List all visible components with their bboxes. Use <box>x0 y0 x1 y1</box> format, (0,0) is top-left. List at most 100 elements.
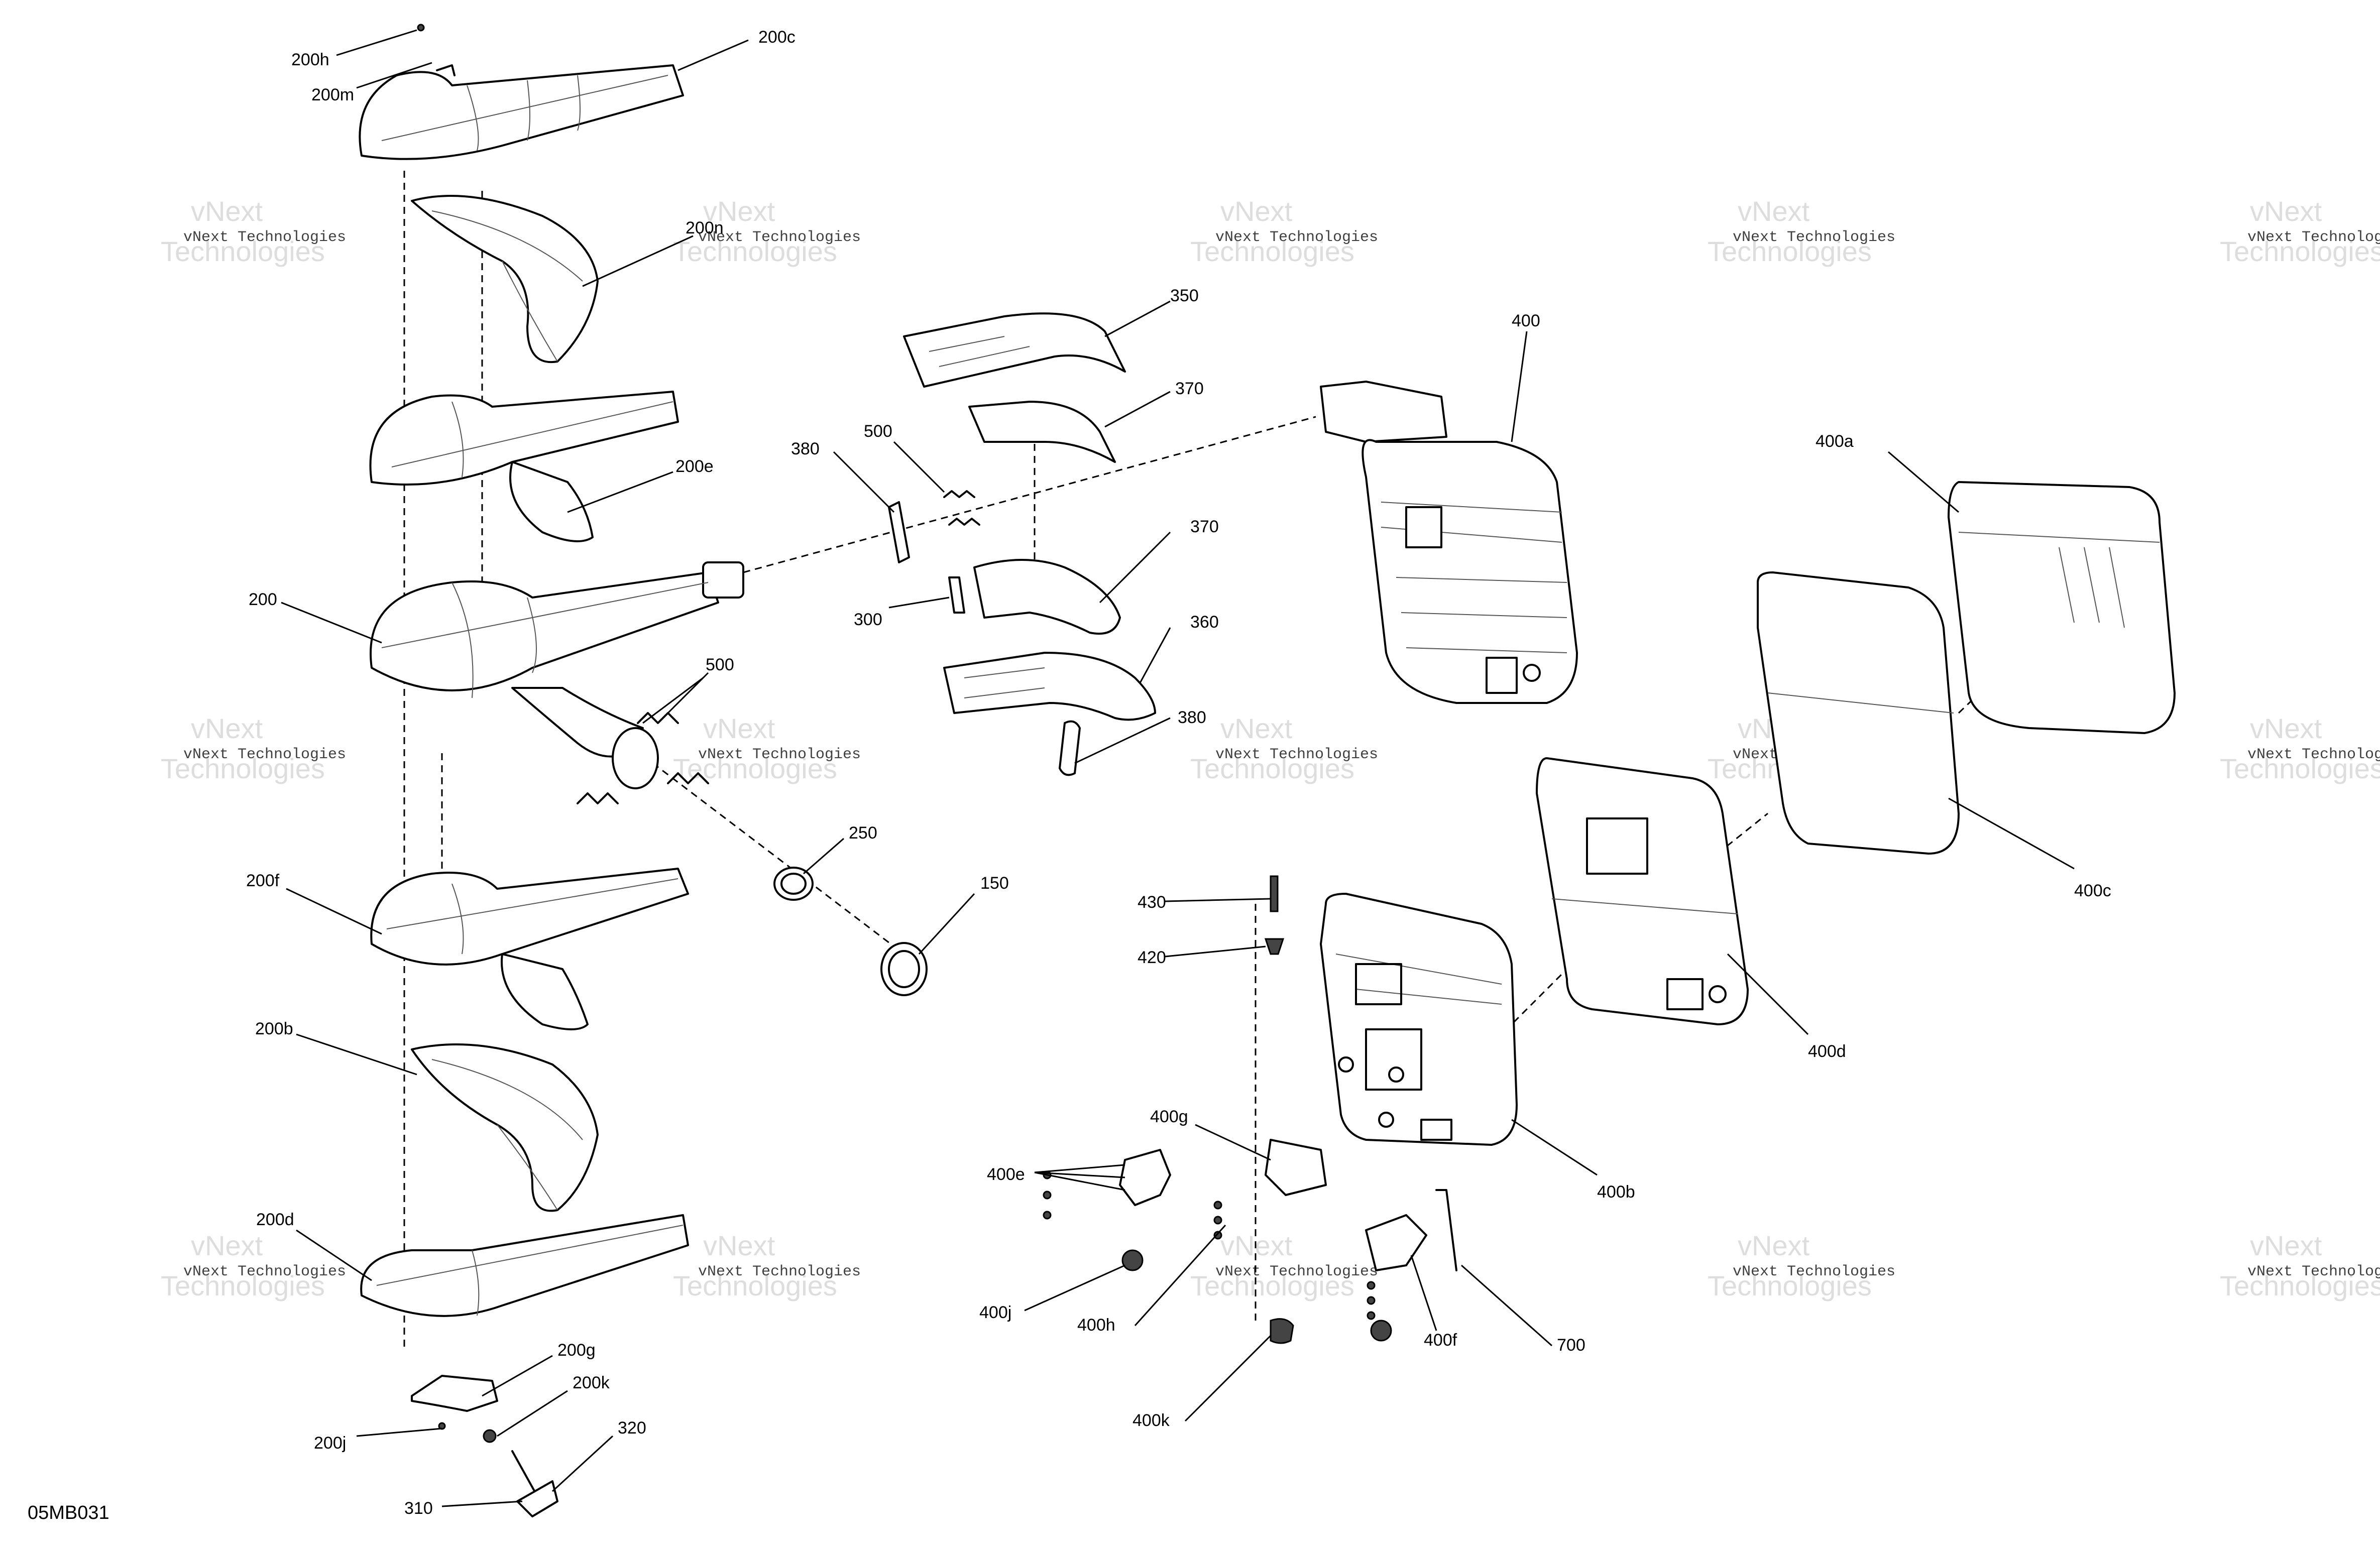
watermark-text: vNext <box>1220 1230 1293 1261</box>
watermark-text: vNext <box>2250 1230 2322 1261</box>
watermark: vNext Technologies vNext Technologies <box>673 713 861 784</box>
part-200n-heatshield <box>411 195 599 364</box>
callout-400a: 400a <box>1816 432 1854 451</box>
watermark-text: vNext <box>703 195 775 227</box>
part-370-pipe-lower <box>973 559 1121 635</box>
watermark-text: vNext Technologies <box>2247 1263 2380 1280</box>
part-200e-mid-shell <box>369 391 679 542</box>
clamp-380-lower <box>1059 720 1081 776</box>
callout-300: 300 <box>854 610 882 629</box>
spring-500-lower-mid <box>948 518 980 526</box>
bracket-400e <box>1119 1149 1171 1206</box>
watermark: vNext Technologies vNext Technologies <box>1190 195 1378 267</box>
watermark: vNext Technologies vNext Technologies <box>161 713 346 784</box>
callout-400b: 400b <box>1597 1182 1635 1202</box>
watermark-text: vNext <box>191 195 263 227</box>
grommet-400j <box>1121 1249 1144 1271</box>
part-200c-upper-shell <box>359 24 684 160</box>
muffler-tab <box>1486 657 1518 694</box>
watermark-text: vNext Technologies <box>1215 229 1378 246</box>
callout-370-lower: 370 <box>1190 517 1219 536</box>
watermark: vNext Technologies vNext Technologies <box>673 1230 861 1301</box>
watermark-text: vNext Technologies <box>1215 1263 1378 1280</box>
callout-200b: 200b <box>255 1019 293 1038</box>
callout-380-upper: 380 <box>791 439 820 458</box>
callout-400g: 400g <box>1150 1107 1188 1126</box>
watermark-text: Technologies <box>673 1270 837 1301</box>
callout-500-left: 500 <box>706 655 734 674</box>
bracket-400f <box>1365 1214 1427 1271</box>
callout-360: 360 <box>1190 613 1219 632</box>
mounting-hardware <box>1043 875 1457 1344</box>
watermark: vNext Technologies vNext Technologies <box>1190 713 1378 784</box>
watermark-text: vNext <box>2250 195 2322 227</box>
watermark: vNext Technologies vNext Technologies <box>1708 1230 1895 1301</box>
gaskets <box>773 867 928 996</box>
watermark-text: vNext Technologies <box>698 1263 861 1280</box>
callout-400d: 400d <box>1808 1042 1846 1061</box>
rod-320 <box>511 1450 538 1497</box>
callout-labels: 200h 200m 200c 200n 200e 200 200f 200b 2… <box>246 28 2111 1518</box>
callout-200m: 200m <box>311 85 354 104</box>
watermark-text: vNext Technologies <box>698 229 861 246</box>
watermark-text: vNext Technologies <box>2247 746 2380 763</box>
small-bolts-400f <box>1367 1281 1376 1320</box>
bolt-200h <box>417 24 425 32</box>
watermark-text: Technologies <box>161 235 325 267</box>
callout-320: 320 <box>618 1418 646 1438</box>
spring-500-lower <box>577 792 619 804</box>
clamp-300 <box>948 576 965 614</box>
callout-430: 430 <box>1138 893 1166 912</box>
watermark: vNext Technologies vNext Technologies <box>2220 195 2380 267</box>
watermark: vNext Technologies vNext Technologies <box>161 1230 346 1301</box>
watermark: vNext Technologies vNext Technologies <box>1190 1230 1378 1301</box>
callout-400f: 400f <box>1424 1331 1457 1350</box>
callout-400h: 400h <box>1077 1316 1115 1335</box>
watermark-text: vNext Technologies <box>183 1263 346 1280</box>
part-200g-bracket <box>411 1375 558 1517</box>
small-bolts-400h <box>1213 1201 1222 1240</box>
callout-380-lower: 380 <box>1178 708 1206 727</box>
callout-200c: 200c <box>758 28 796 47</box>
callout-700: 700 <box>1557 1336 1585 1355</box>
watermark-text: vNext <box>703 1230 775 1261</box>
bolt-430 <box>1270 875 1279 912</box>
watermark-text: vNext <box>1738 1230 1810 1261</box>
sensor-700 <box>1435 1189 1457 1271</box>
callout-250: 250 <box>849 823 877 843</box>
callout-200k: 200k <box>573 1373 610 1392</box>
part-370-pipe-upper <box>968 401 1116 463</box>
callout-200g: 200g <box>557 1341 596 1360</box>
callout-200d: 200d <box>256 1210 294 1229</box>
callout-400: 400 <box>1512 311 1540 330</box>
spring-500-upper-mid <box>943 490 975 498</box>
callout-200n: 200n <box>686 218 724 238</box>
callout-200j: 200j <box>314 1434 346 1453</box>
watermark-text: vNext <box>1220 195 1293 227</box>
grommet-420 <box>1264 938 1285 955</box>
callout-400j: 400j <box>979 1303 1011 1322</box>
part-200-expansion-chamber <box>370 561 744 804</box>
grommet-400f <box>1370 1320 1392 1342</box>
bracket-310 <box>516 1480 558 1517</box>
callout-370-upper: 370 <box>1175 379 1204 398</box>
callout-500-mid: 500 <box>864 422 892 441</box>
watermark-text: Technologies <box>1708 1270 1872 1301</box>
callout-400c: 400c <box>2074 881 2111 900</box>
spring-500-right <box>667 772 709 784</box>
watermarks: vNext Technologies vNext Technologies vN… <box>161 195 2380 1301</box>
part-400c-panel <box>1757 571 1960 855</box>
callout-150: 150 <box>980 874 1009 893</box>
watermark-text: vNext <box>191 713 263 744</box>
watermark-text: Technologies <box>161 1270 325 1301</box>
callout-200f: 200f <box>246 871 280 890</box>
part-200f-lower-shell <box>370 868 689 1030</box>
watermark-text: vNext Technologies <box>1733 1263 1895 1280</box>
watermark-text: vNext Technologies <box>698 746 861 763</box>
leader-lines <box>281 29 2075 1507</box>
watermark-text: vNext <box>191 1230 263 1261</box>
watermark-text: Technologies <box>673 753 837 784</box>
chamber-outlet-pipe <box>702 561 744 599</box>
